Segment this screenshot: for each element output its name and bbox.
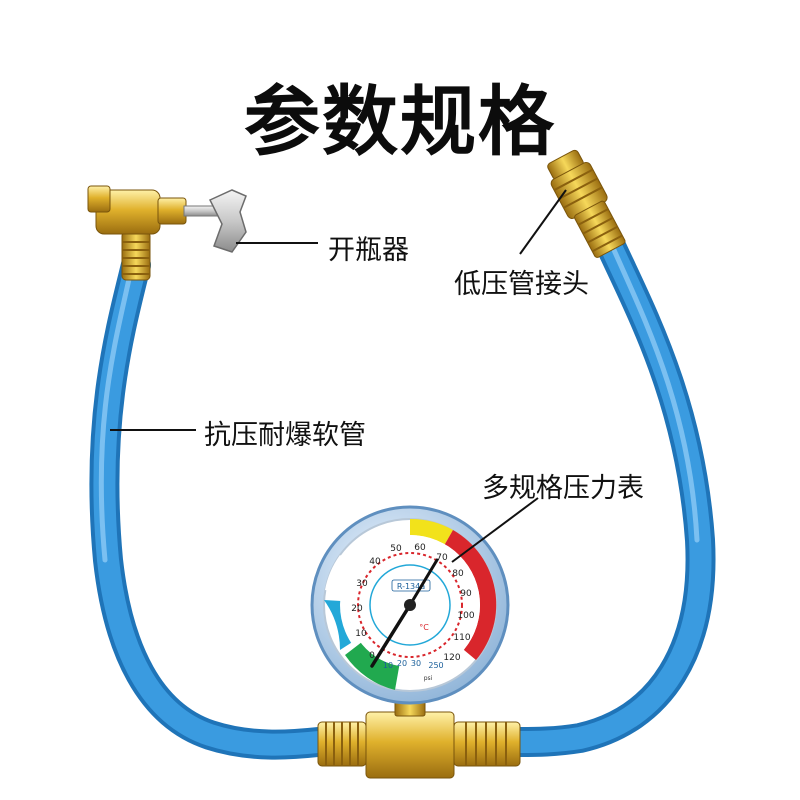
refrigerant-label: R-134a	[397, 582, 425, 591]
pressure-gauge: 0 10 20 30 40 50 60 70 80 90 100 110 120…	[310, 505, 510, 705]
temp-unit-label: °C	[419, 623, 429, 632]
gauge-scale-80: 80	[452, 569, 464, 579]
gauge-scale-10: 10	[355, 629, 367, 639]
gauge-scale-50: 50	[390, 544, 402, 554]
gauge-scale-70: 70	[436, 553, 448, 563]
label-gauge: 多规格压力表	[482, 473, 644, 504]
gauge-scale-120: 120	[443, 653, 460, 663]
gauge-scale-90: 90	[460, 589, 472, 599]
gauge-scale-40: 40	[369, 557, 381, 567]
gauge-scale-60: 60	[414, 543, 426, 553]
page-title: 参数规格	[244, 77, 556, 166]
bottle-opener-valve	[87, 185, 247, 281]
hose	[89, 225, 716, 760]
callout-lines	[110, 189, 567, 563]
label-hose: 抗压耐爆软管	[204, 420, 366, 451]
gauge-scale-30: 30	[356, 579, 368, 589]
tee-fitting	[317, 699, 521, 779]
gauge-low-250: 250	[428, 661, 443, 670]
label-opener: 开瓶器	[328, 235, 409, 266]
gauge-low-10: 10	[383, 661, 393, 670]
label-low-pressure-connector: 低压管接头	[454, 269, 589, 300]
low-pressure-connector	[547, 149, 626, 258]
gauge-low-20: 20	[397, 659, 407, 668]
gauge-low-30: 30	[411, 659, 421, 668]
gauge-scale-20: 20	[351, 604, 363, 614]
gauge-scale-100: 100	[457, 611, 474, 621]
pressure-unit-label: psi	[424, 675, 433, 682]
gauge-scale-0: 0	[369, 651, 375, 661]
gauge-scale-110: 110	[453, 633, 470, 643]
